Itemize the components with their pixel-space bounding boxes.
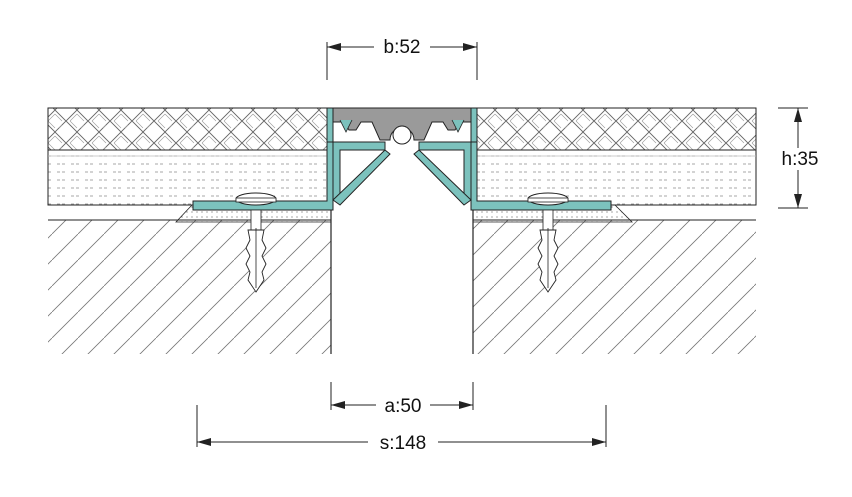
- right-concrete-slab: [473, 220, 756, 354]
- right-tile-layer: [475, 107, 757, 151]
- dimension-b-label: b:52: [384, 37, 421, 58]
- dimension-a: a:50: [330, 382, 474, 417]
- center-insert: [332, 107, 472, 145]
- left-tile-layer: [47, 107, 330, 151]
- left-screed-layer: [47, 149, 330, 206]
- dimension-b: b:52: [326, 36, 478, 80]
- left-concrete-slab: [48, 220, 331, 354]
- right-screed-layer: [475, 149, 757, 206]
- dimension-a-label: a:50: [385, 396, 422, 417]
- dimension-s-label: s:148: [380, 433, 426, 454]
- right-anchor-screw: [527, 192, 569, 293]
- left-aluminium-profile: [192, 107, 391, 211]
- right-floor-build-up: [472, 107, 757, 354]
- dimension-h: h:35: [776, 107, 826, 209]
- right-aluminium-profile: [413, 107, 612, 211]
- dimension-s: s:148: [196, 405, 607, 454]
- dimension-h-label: h:35: [782, 149, 819, 170]
- left-anchor-screw: [235, 192, 277, 293]
- left-floor-build-up: [47, 107, 332, 354]
